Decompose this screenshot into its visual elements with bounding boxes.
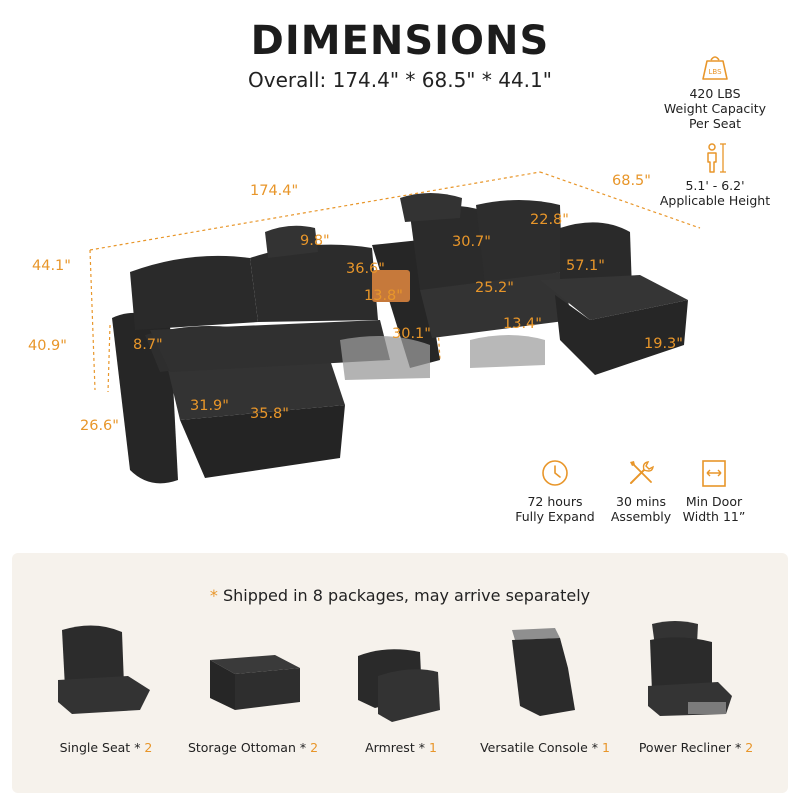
dim-console-base: 30.1" bbox=[392, 326, 431, 342]
weight-line-2: Weight Capacity bbox=[663, 101, 767, 116]
dim-arm-height: 26.6" bbox=[80, 418, 119, 434]
recliner-section bbox=[400, 193, 572, 368]
feature-assembly-line-2: Assembly bbox=[610, 509, 672, 524]
piece-label-power-recliner: Power Recliner * 2 bbox=[638, 740, 754, 755]
dim-depth: 68.5" bbox=[612, 173, 651, 189]
packages-note: * Shipped in 8 packages, may arrive sepa… bbox=[12, 586, 788, 605]
right-chaise bbox=[540, 222, 688, 375]
weight-icon-text: LBS bbox=[708, 68, 722, 76]
feature-assembly: 30 mins Assembly bbox=[591, 458, 691, 524]
feature-expand: 72 hours Fully Expand bbox=[505, 458, 605, 524]
dim-ottoman-width: 35.8" bbox=[250, 406, 289, 422]
piece-label-storage-ottoman: Storage Ottoman * 2 bbox=[187, 740, 319, 755]
armrest-image bbox=[358, 649, 440, 722]
dim-recliner-gap: 13.4" bbox=[503, 316, 542, 332]
piece-label-versatile-console: Versatile Console * 1 bbox=[480, 740, 610, 755]
dim-seat-depth-right: 25.2" bbox=[475, 280, 514, 296]
power-recliner-image bbox=[648, 621, 732, 716]
door-width-icon bbox=[702, 460, 726, 487]
piece-label-armrest: Armrest * 1 bbox=[365, 740, 437, 755]
dim-chaise-length: 57.1" bbox=[566, 258, 605, 274]
dim-back-depth: 22.8" bbox=[530, 212, 569, 228]
height-line-1: 5.1' - 6.2' bbox=[685, 178, 745, 193]
weight-capacity-spec: LBS 420 LBS Weight Capacity Per Seat bbox=[640, 52, 790, 131]
height-person-icon bbox=[707, 143, 726, 173]
single-seat-image bbox=[58, 625, 150, 714]
dim-chaise-height: 19.3" bbox=[644, 336, 683, 352]
main-sofa-body bbox=[130, 225, 390, 372]
packages-note-star: * bbox=[209, 586, 218, 605]
storage-ottoman-image bbox=[210, 655, 300, 710]
height-line-2: Applicable Height bbox=[659, 193, 771, 208]
dim-console-width: 13.8" bbox=[364, 288, 403, 304]
page-title: DIMENSIONS bbox=[250, 18, 550, 64]
dim-pillow-width: 9.8" bbox=[300, 233, 330, 249]
dim-ottoman-depth: 31.9" bbox=[190, 398, 229, 414]
dim-arm-width: 8.7" bbox=[133, 337, 163, 353]
dim-height: 44.1" bbox=[32, 258, 71, 274]
dim-console-height: 36.6" bbox=[346, 261, 385, 277]
packages-note-text: Shipped in 8 packages, may arrive separa… bbox=[222, 586, 591, 605]
dim-seat-height: 40.9" bbox=[28, 338, 67, 354]
feature-door-width: Min Door Width 11” bbox=[664, 458, 764, 524]
dim-length: 174.4" bbox=[250, 183, 298, 199]
sofa-diagram: 174.4" 68.5" 44.1" 40.9" 26.6" 9.8" 36.6… bbox=[28, 171, 701, 484]
weight-line-1: 420 LBS bbox=[689, 86, 741, 101]
feature-expand-line-2: Fully Expand bbox=[515, 509, 595, 524]
console-image bbox=[512, 628, 575, 716]
feature-door-line-1: Min Door bbox=[685, 494, 743, 509]
overall-dimensions: Overall: 174.4" * 68.5" * 44.1" bbox=[248, 68, 552, 92]
weight-icon: LBS bbox=[702, 56, 728, 80]
applicable-height-spec: 5.1' - 6.2' Applicable Height bbox=[640, 142, 790, 208]
feature-expand-line-1: 72 hours bbox=[527, 494, 583, 509]
tools-icon bbox=[630, 461, 654, 484]
piece-label-single-seat: Single Seat * 2 bbox=[59, 740, 153, 755]
weight-line-3: Per Seat bbox=[688, 116, 742, 131]
feature-door-line-2: Width 11” bbox=[682, 509, 746, 524]
dim-backrest: 30.7" bbox=[452, 234, 491, 250]
clock-icon bbox=[542, 460, 568, 486]
feature-assembly-line-1: 30 mins bbox=[616, 494, 666, 509]
package-pieces bbox=[58, 621, 732, 722]
